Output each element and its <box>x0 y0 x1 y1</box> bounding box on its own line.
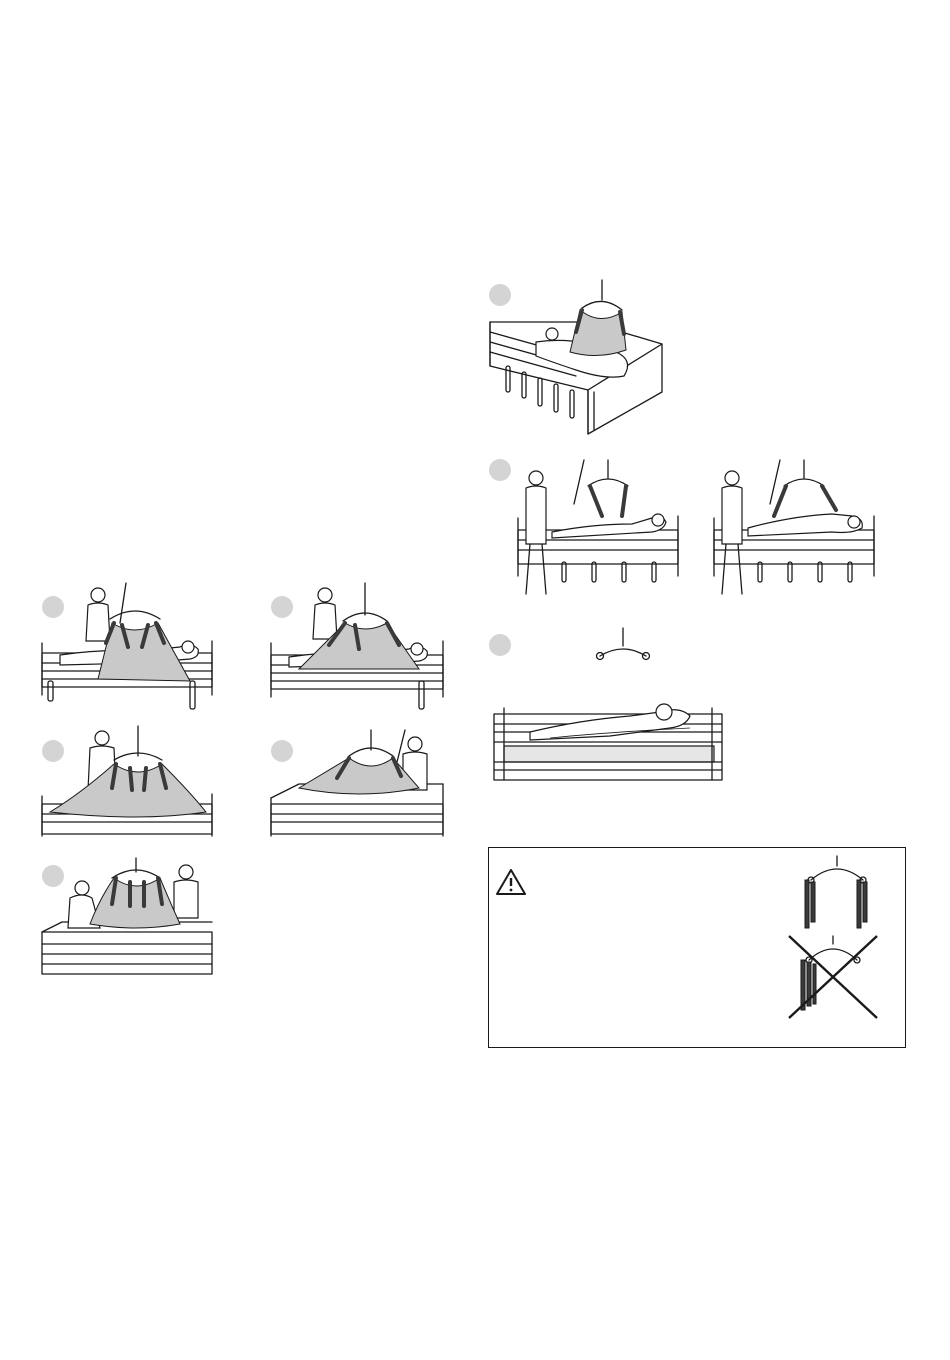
patient-in-sling-in-bed-perspective-illustration <box>486 280 666 436</box>
step-badge-r2 <box>489 459 511 481</box>
sling-spread-over-bed-illustration <box>40 726 220 844</box>
caregiver-lifting-patient-with-sling-illustration <box>40 583 220 713</box>
caregiver-operating-lift-remote-illustration <box>269 726 449 844</box>
left-side-view <box>518 460 678 594</box>
spreader-bar-and-patient-lying-in-bed-illustration <box>490 628 725 784</box>
caregiver-positioning-sling-straps-illustration <box>269 583 449 713</box>
warning-triangle-icon <box>495 868 527 896</box>
right-side-view <box>714 460 874 594</box>
incorrect-strap-attachment-crossed-out-icon <box>787 934 879 1020</box>
warning-panel <box>488 847 906 1048</box>
correct-strap-attachment-icon <box>797 856 879 932</box>
caregiver-raising-patient-side-views-illustration <box>512 458 902 604</box>
caregivers-removing-sling-illustration <box>40 852 220 980</box>
